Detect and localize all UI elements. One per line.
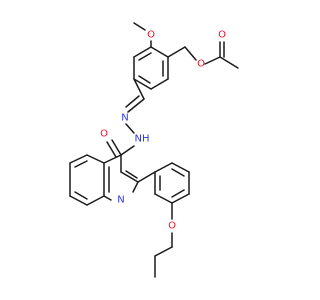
oxygen-atom: O xyxy=(218,30,226,41)
nitrogen-atom: NH xyxy=(135,134,150,145)
bond xyxy=(106,141,117,158)
double-bond-inner xyxy=(74,160,88,168)
bond xyxy=(103,154,122,164)
oxygen-atom: O xyxy=(168,221,176,232)
bond xyxy=(154,193,173,204)
bond xyxy=(219,56,239,69)
double-bond-inner xyxy=(125,170,138,179)
benzylidene-ring xyxy=(133,46,169,90)
double-bond-inner xyxy=(138,75,151,84)
bond xyxy=(150,78,169,90)
atom-label-n-quinoline: N xyxy=(117,195,124,206)
atom-label-o-amide: O xyxy=(100,129,108,140)
quinoline-ring xyxy=(69,154,139,206)
nitrogen-atom: N xyxy=(117,195,124,206)
bond xyxy=(132,181,139,193)
bond xyxy=(150,46,169,58)
bond xyxy=(154,246,173,257)
bond xyxy=(133,46,152,58)
bond xyxy=(125,123,135,134)
double-bond-inner xyxy=(171,168,185,177)
bond xyxy=(167,46,186,58)
double-bond-inner xyxy=(74,191,88,200)
bond xyxy=(127,98,145,113)
atom-label-n-hydrazone: N xyxy=(121,113,128,124)
bond xyxy=(86,154,105,164)
molecule-diagram: O O O N NH O N O xyxy=(69,22,239,278)
bond xyxy=(184,46,197,61)
bond xyxy=(171,193,190,204)
bond xyxy=(133,78,152,90)
atom-label-nh-hydrazide: NH xyxy=(135,134,150,145)
bond xyxy=(120,145,135,156)
bond xyxy=(171,162,190,173)
atom-label-o-methoxy: O xyxy=(147,30,155,41)
bond xyxy=(111,139,122,156)
atom-label-o-ester-carbonyl: O xyxy=(218,30,226,41)
propoxyphenyl-ring xyxy=(154,162,190,204)
oxygen-atom: O xyxy=(197,59,205,70)
atom-label-o-propoxy: O xyxy=(168,221,176,232)
atom-label-o-ester-single: O xyxy=(197,59,205,70)
bond xyxy=(103,195,112,201)
bond xyxy=(69,195,88,206)
oxygen-atom: O xyxy=(147,30,155,41)
bond xyxy=(120,171,139,183)
oxygen-atom: O xyxy=(100,129,108,140)
bond xyxy=(154,162,173,173)
double-bond-inner xyxy=(171,189,185,198)
bond xyxy=(204,56,221,65)
bond xyxy=(133,22,146,31)
bond xyxy=(125,95,140,108)
bond xyxy=(133,78,145,100)
nitrogen-atom: N xyxy=(121,113,128,124)
bond xyxy=(137,171,156,183)
double-bond-inner xyxy=(138,52,152,61)
bond xyxy=(86,195,105,206)
bond xyxy=(69,154,88,164)
